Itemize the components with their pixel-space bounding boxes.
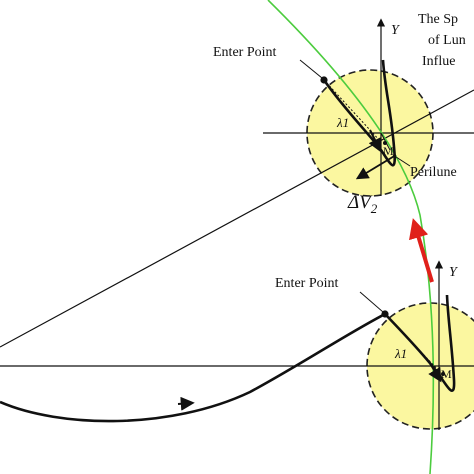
moon-marker-top (383, 141, 387, 145)
moon-label-bottom: M (441, 367, 452, 381)
y-axis-label-bottom: Y (449, 265, 459, 280)
moon-label-top: M (383, 144, 394, 158)
lambda-dotted-line-bottom (384, 313, 441, 373)
approach-trajectory-arrow (177, 396, 195, 411)
y-axis-label-top: Y (391, 23, 401, 38)
enter-point-leader-top (299, 59, 323, 79)
approach-trajectory (0, 312, 386, 423)
sphere-title-line2: of Lun (428, 33, 466, 48)
sphere-title-line3: Influe (422, 54, 455, 69)
lunar-trajectory-top (322, 59, 396, 167)
transfer-arrow (409, 218, 434, 283)
delta-v-label: ΔV2 (347, 192, 378, 216)
enter-point-label-bottom: Enter Point (275, 276, 338, 291)
perilune-pointer (392, 154, 411, 167)
delta-v-symbol: ΔV (347, 192, 373, 213)
velocity-arrow-bottom (427, 359, 442, 383)
moon-orbit (267, 0, 435, 474)
lambda-label-top: λ1 (336, 115, 349, 130)
lambda-label-bottom: λ1 (394, 346, 407, 361)
sphere-title-line1: The Sp (418, 12, 458, 27)
delta-v-arrow (355, 154, 397, 180)
enter-point-leader-bottom (359, 291, 384, 313)
enter-point-label-top: Enter Point (213, 45, 276, 60)
moon-marker-bottom (441, 372, 445, 376)
delta-v-subscript: 2 (371, 201, 378, 216)
perilune-label: Perilune (410, 165, 457, 180)
velocity-arrow-top (368, 129, 382, 153)
